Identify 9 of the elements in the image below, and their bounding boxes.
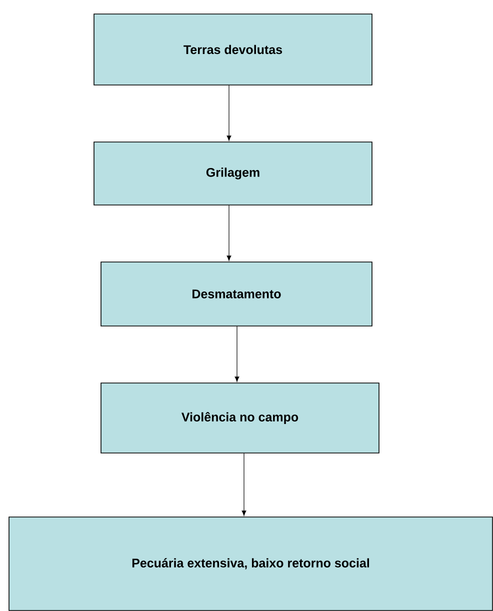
process-box: Desmatamento xyxy=(100,262,372,326)
process-box: Pecuária extensiva, baixo retorno social xyxy=(8,516,493,611)
process-box: Grilagem xyxy=(94,142,372,206)
arrow xyxy=(234,326,240,382)
process-box: Terras devolutas xyxy=(94,14,372,86)
arrow xyxy=(226,205,232,261)
arrow xyxy=(242,453,246,516)
arrow xyxy=(226,85,232,141)
process-box: Violência no campo xyxy=(100,382,380,454)
